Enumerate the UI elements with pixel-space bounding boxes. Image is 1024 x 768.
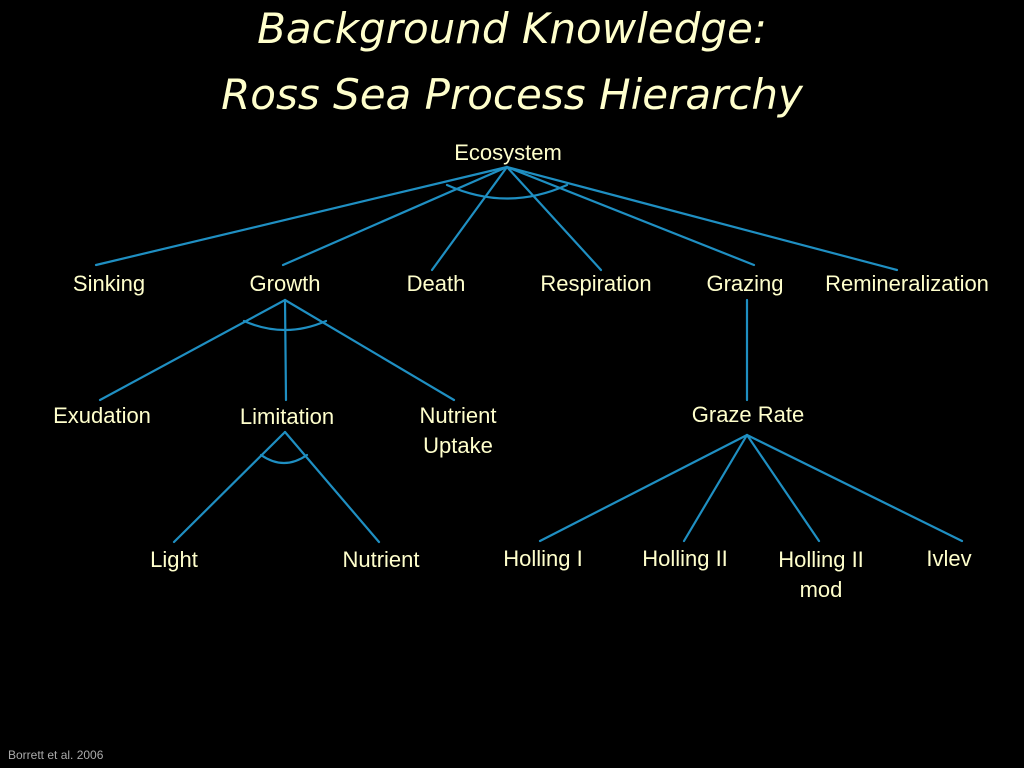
edge-growth-nutrient-uptake xyxy=(283,298,456,402)
and-arc-ecosystem xyxy=(445,183,569,200)
and-arc-limitation xyxy=(259,453,309,465)
node-ecosystem: Ecosystem xyxy=(454,140,562,165)
edge-ecosystem-respiration xyxy=(505,165,603,272)
edge-growth-limitation xyxy=(283,298,288,402)
slide-title-line-2: Ross Sea Process Hierarchy xyxy=(221,70,803,119)
node-ivlev: Ivlev xyxy=(926,546,972,571)
node-nutrient-uptake: Nutrient Uptake xyxy=(419,403,497,458)
node-growth: Growth xyxy=(249,271,321,296)
node-exudation: Exudation xyxy=(53,403,151,428)
node-death: Death xyxy=(406,271,466,296)
node-grazing: Grazing xyxy=(706,271,784,296)
node-holling-i: Holling I xyxy=(503,546,583,571)
node-sinking: Sinking xyxy=(72,271,146,296)
citation: Borrett et al. 2006 xyxy=(8,748,104,762)
edge-limitation-nutrient xyxy=(283,430,381,544)
edge-limitation-light xyxy=(172,430,287,544)
node-holling-ii-mod: Holling II mod xyxy=(778,547,864,602)
edge-ecosystem-grazing xyxy=(505,165,756,267)
node-respiration: Respiration xyxy=(540,271,652,296)
slide-title-line-1: Background Knowledge: xyxy=(257,4,767,53)
and-arc-growth xyxy=(242,319,328,332)
edge-ecosystem-remineralization xyxy=(505,165,899,272)
edge-graze-rate-ivlev xyxy=(745,433,964,543)
node-nutrient: Nutrient xyxy=(342,547,420,572)
edge-growth-exudation xyxy=(98,298,287,402)
node-light: Light xyxy=(150,547,198,572)
edge-graze-rate-holling-ii xyxy=(682,433,749,543)
node-graze-rate: Graze Rate xyxy=(691,402,805,427)
edge-ecosystem-sinking xyxy=(94,165,509,267)
node-remineralization: Remineralization xyxy=(825,271,989,296)
node-holling-ii: Holling II xyxy=(642,546,728,571)
node-limitation: Limitation xyxy=(239,404,335,429)
edge-ecosystem-growth xyxy=(281,165,509,267)
edge-graze-rate-holling-ii-mod xyxy=(745,433,821,543)
edge-ecosystem-death xyxy=(430,165,509,272)
edge-graze-rate-holling-i xyxy=(538,433,749,543)
